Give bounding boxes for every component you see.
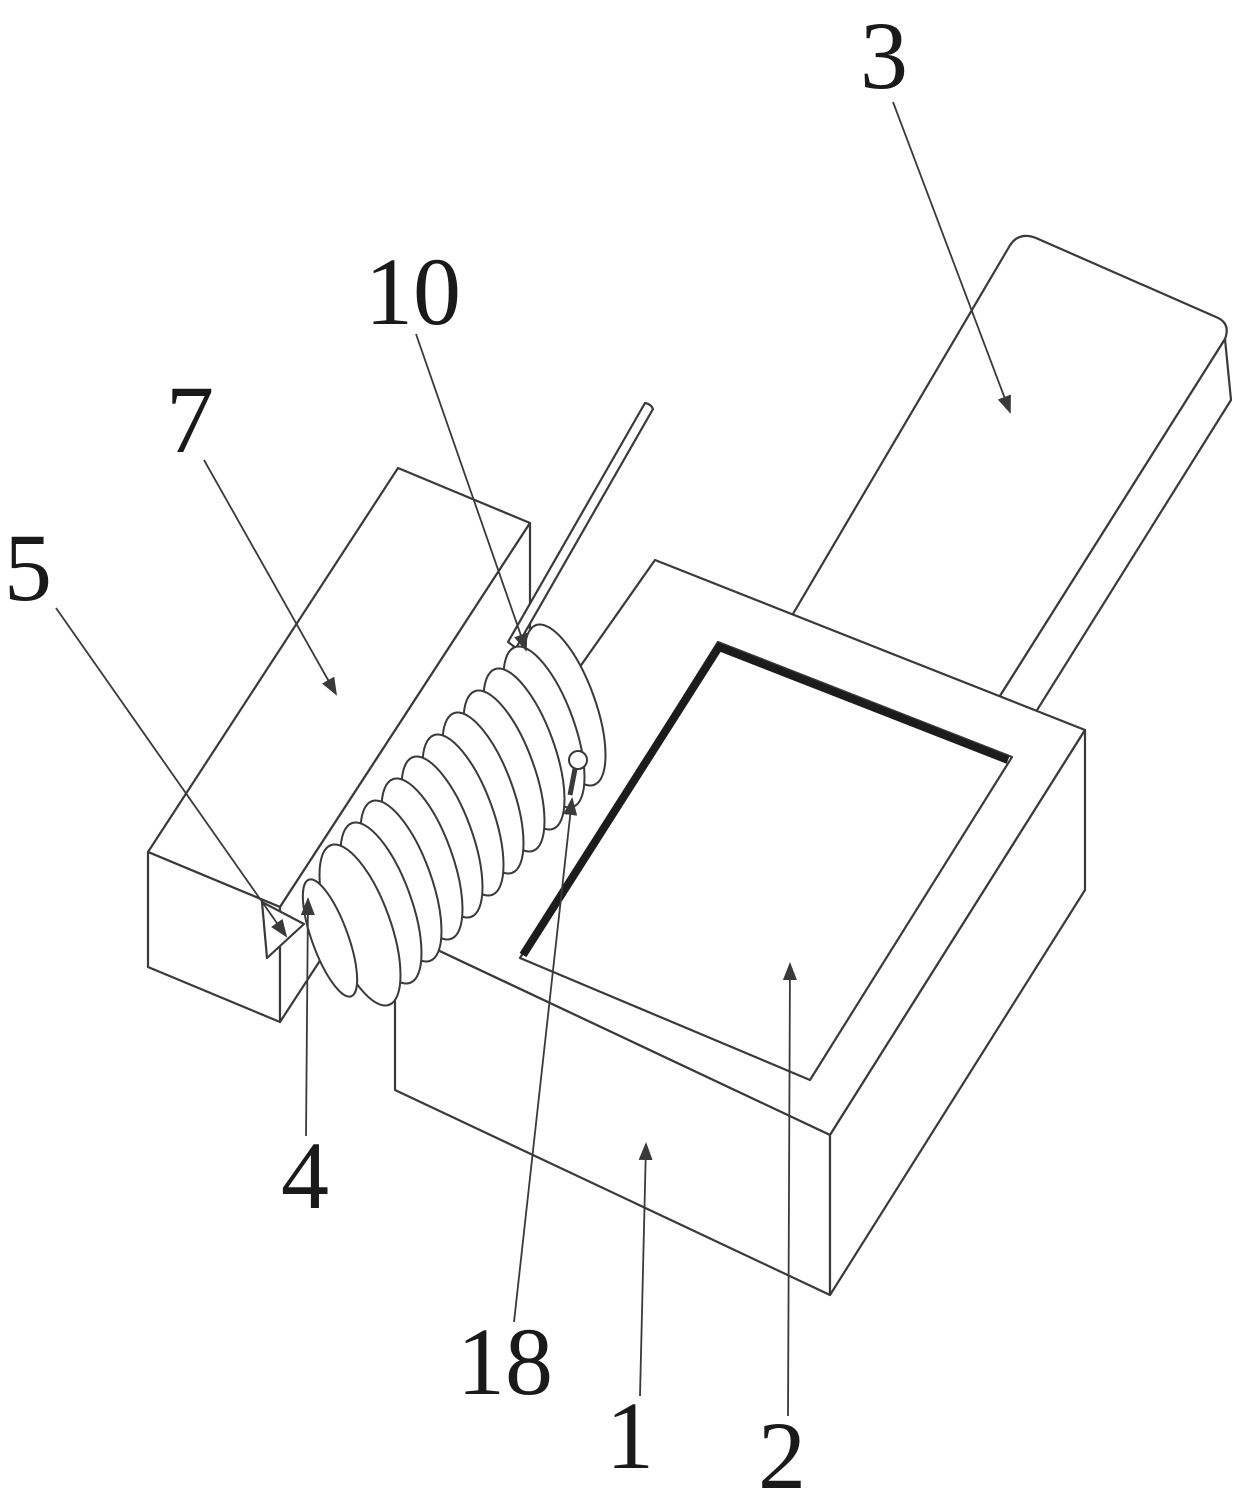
callout-label-7: 7	[166, 366, 214, 473]
callout-label-10: 10	[365, 238, 461, 345]
base-right-face	[828, 728, 1087, 1297]
callout-10-leader	[415, 333, 528, 652]
pin-stem	[567, 768, 578, 796]
pin-head	[568, 750, 588, 770]
recess-inner-shadow	[519, 642, 1010, 958]
callout-5-leader	[55, 607, 288, 938]
callout-4-leader	[300, 897, 315, 1137]
callout-label-18: 18	[457, 1308, 553, 1415]
callout-label-3: 3	[860, 2, 908, 109]
guide-rod	[506, 401, 655, 650]
coil-end-washer-part-4	[301, 878, 359, 998]
callout-1-leader	[638, 1142, 653, 1397]
callout-label-2: 2	[758, 1402, 806, 1499]
callout-label-4: 4	[281, 1122, 329, 1229]
callout-18-leader	[513, 797, 578, 1323]
callout-label-5: 5	[4, 514, 52, 621]
spring-coil-part-10	[301, 623, 607, 1007]
callouts: 3 10 7 5 4 18 1 2	[4, 2, 1011, 1499]
callout-2-leader	[782, 962, 797, 1417]
callout-3-leader	[892, 101, 1011, 414]
pin-part-18	[567, 750, 588, 796]
callout-7-leader	[203, 459, 337, 696]
callout-label-1: 1	[606, 1382, 654, 1489]
